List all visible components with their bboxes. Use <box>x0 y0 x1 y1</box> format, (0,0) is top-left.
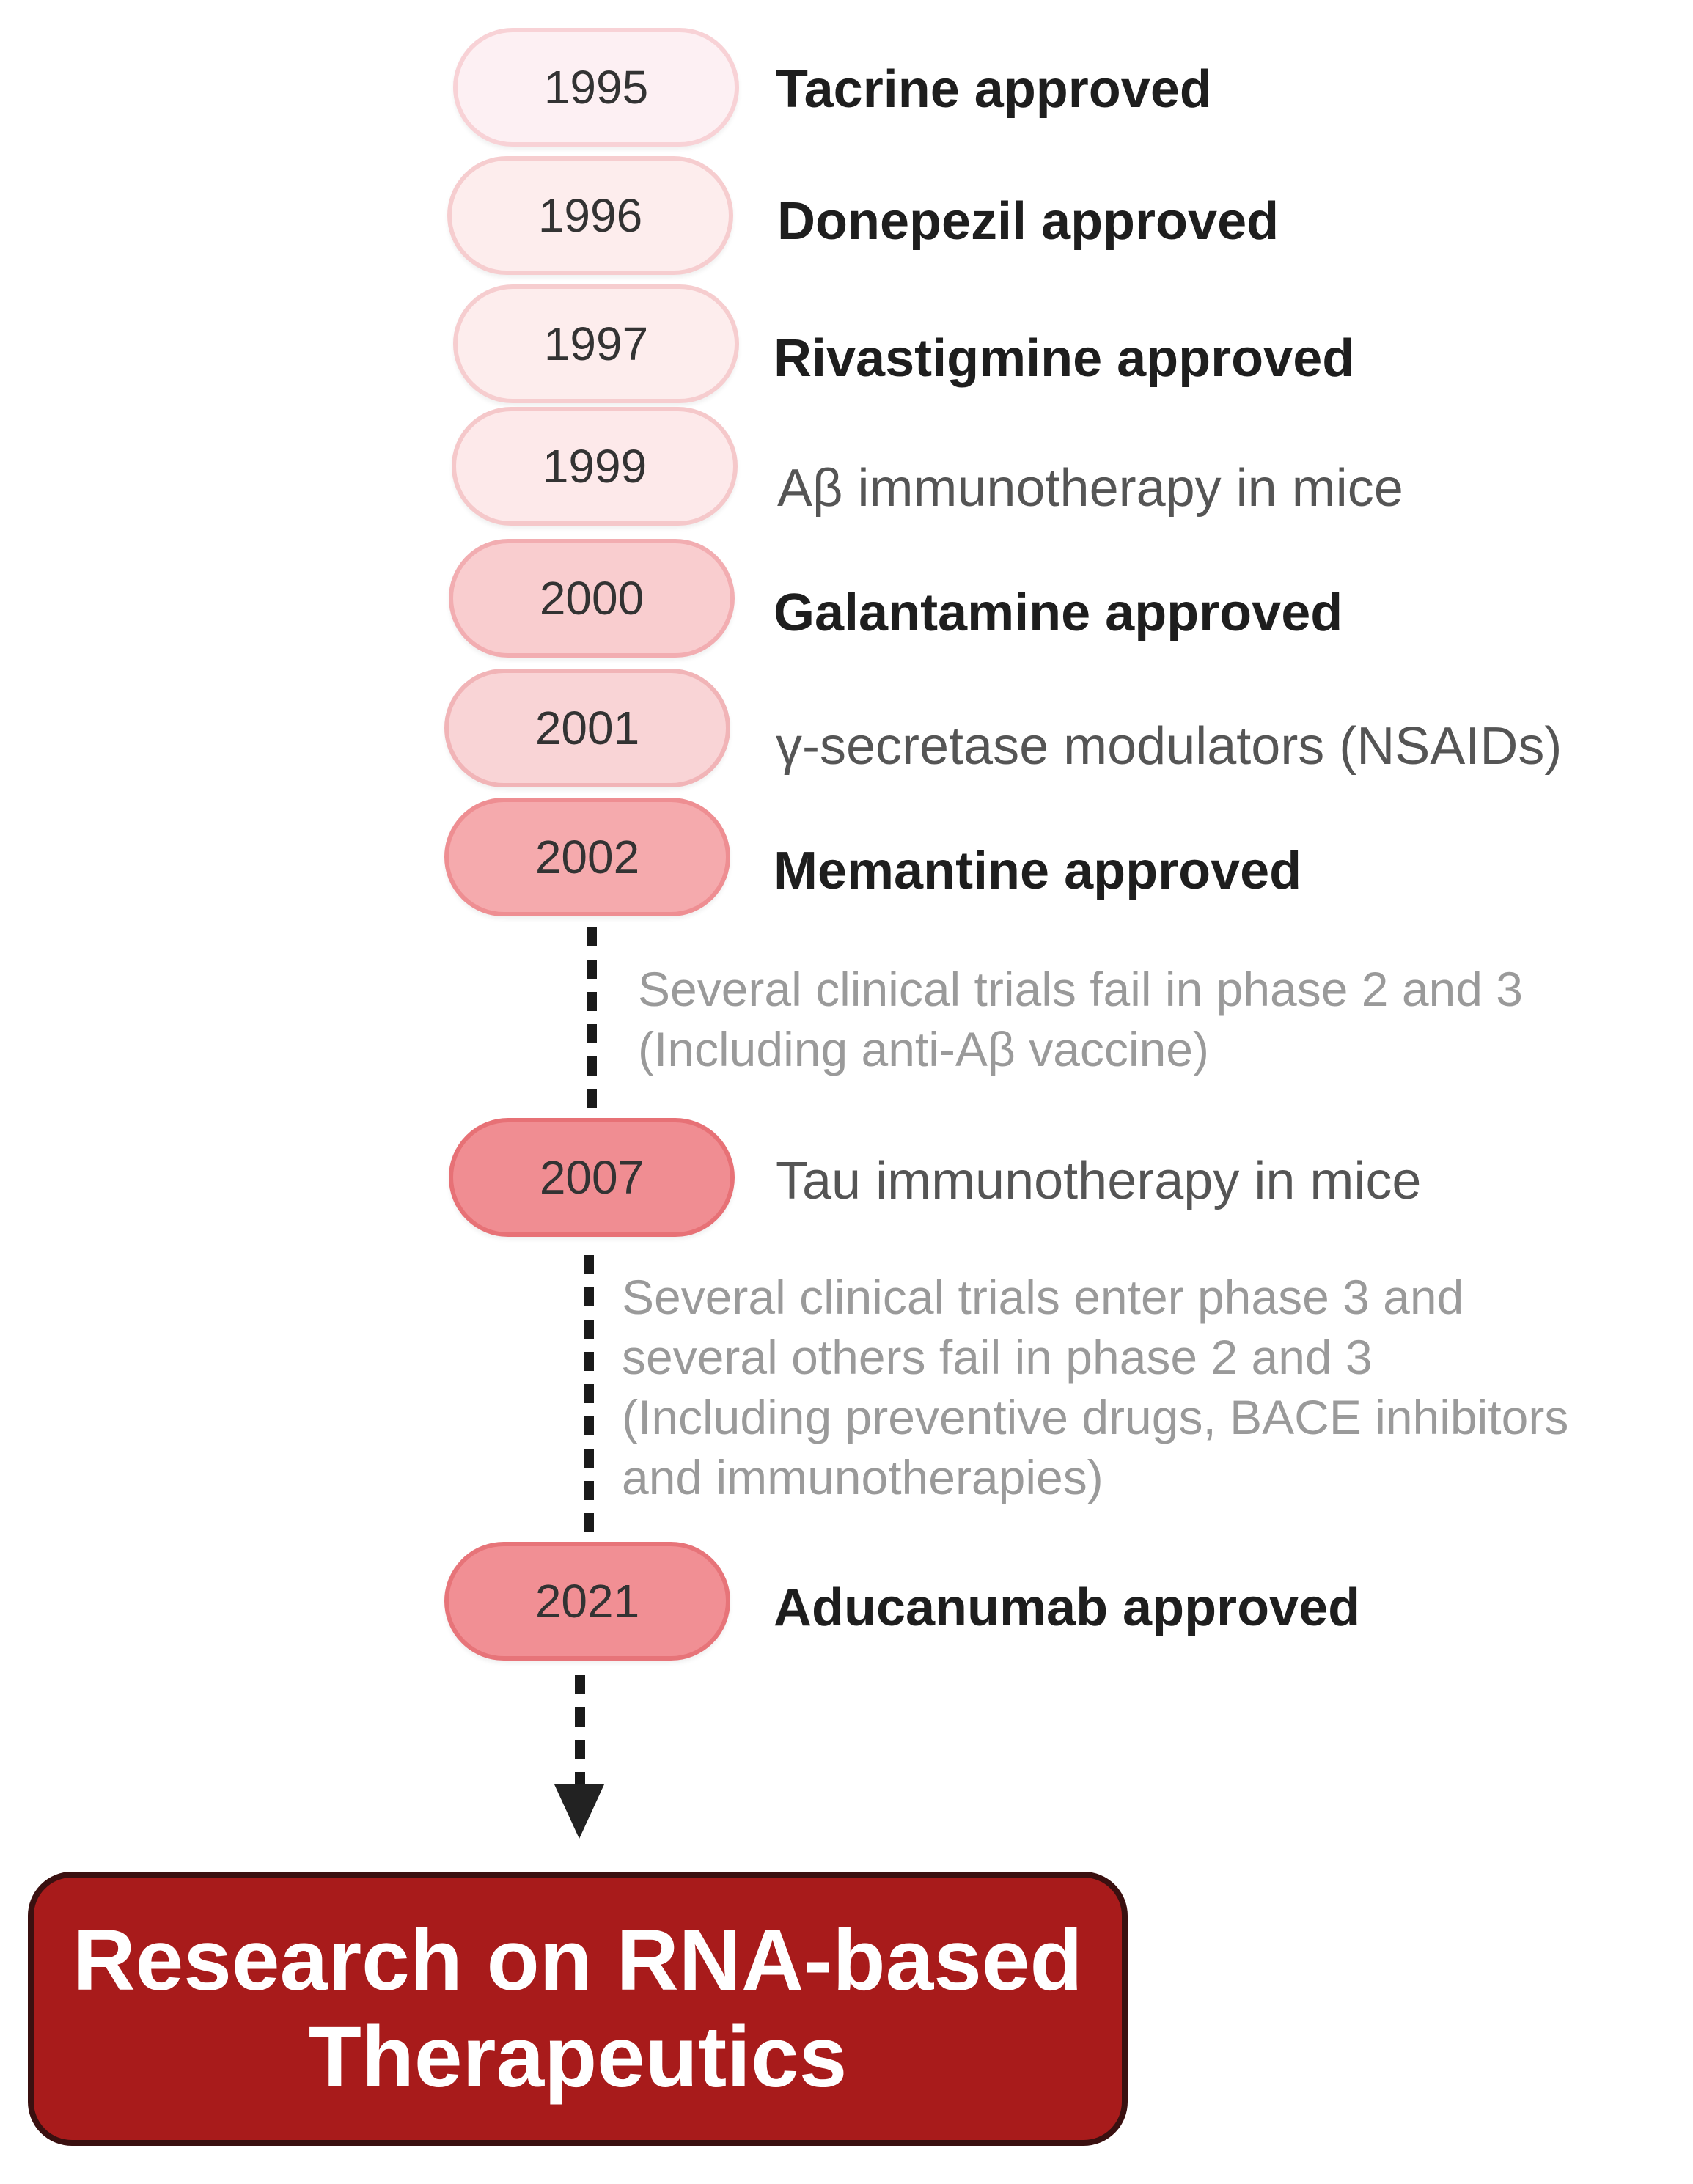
year-pill-2000: 2000 <box>449 539 735 658</box>
year-pill-1995: 1995 <box>453 28 739 147</box>
year-pill-2021: 2021 <box>444 1542 730 1661</box>
event-label-1999: Aβ immunotherapy in mice <box>777 459 1403 518</box>
year-pill-1996: 1996 <box>447 156 733 275</box>
outcome-line: Therapeutics <box>308 2009 848 2106</box>
dashed-arrow-line <box>575 1675 585 1785</box>
year-pill-1997: 1997 <box>453 284 739 403</box>
year-text: 2002 <box>535 831 640 883</box>
event-label-2021: Aducanumab approved <box>774 1578 1361 1637</box>
event-label-2001: γ-secretase modulators (NSAIDs) <box>776 717 1562 776</box>
event-label-2000: Galantamine approved <box>774 584 1343 642</box>
dashed-connector-line <box>587 927 597 1111</box>
event-label-2007: Tau immunotherapy in mice <box>776 1152 1422 1210</box>
year-text: 2021 <box>535 1575 640 1628</box>
arrow-down-icon <box>554 1784 604 1839</box>
year-text: 1995 <box>543 61 649 114</box>
year-text: 2000 <box>539 572 644 625</box>
year-text: 1997 <box>543 317 649 370</box>
year-text: 1999 <box>542 440 647 493</box>
year-pill-2001: 2001 <box>444 669 730 787</box>
year-pill-1999: 1999 <box>452 407 738 526</box>
year-text: 2007 <box>539 1151 644 1204</box>
outcome-line: Research on RNA-based <box>73 1912 1083 2009</box>
note-line: Several clinical trials enter phase 3 an… <box>622 1270 1464 1324</box>
note-line: and immunotherapies) <box>622 1450 1103 1504</box>
note-failed-trials: Several clinical trials fail in phase 2 … <box>638 959 1523 1079</box>
year-text: 1996 <box>537 189 643 242</box>
note-line: Several clinical trials fail in phase 2 … <box>638 962 1523 1016</box>
event-label-1997: Rivastigmine approved <box>774 329 1355 388</box>
note-line: (Including preventive drugs, BACE inhibi… <box>622 1390 1569 1444</box>
outcome-box: Research on RNA-based Therapeutics <box>28 1872 1128 2146</box>
year-pill-2007: 2007 <box>449 1118 735 1237</box>
year-text: 2001 <box>535 702 640 754</box>
note-phase3-trials: Several clinical trials enter phase 3 an… <box>622 1267 1568 1507</box>
dashed-connector-line <box>584 1255 594 1534</box>
note-line: (Including anti-Aβ vaccine) <box>638 1022 1209 1076</box>
event-label-1996: Donepezil approved <box>777 192 1279 251</box>
event-label-1995: Tacrine approved <box>776 60 1212 119</box>
year-pill-2002: 2002 <box>444 798 730 916</box>
event-label-2002: Memantine approved <box>774 842 1302 900</box>
note-line: several others fail in phase 2 and 3 <box>622 1330 1373 1384</box>
